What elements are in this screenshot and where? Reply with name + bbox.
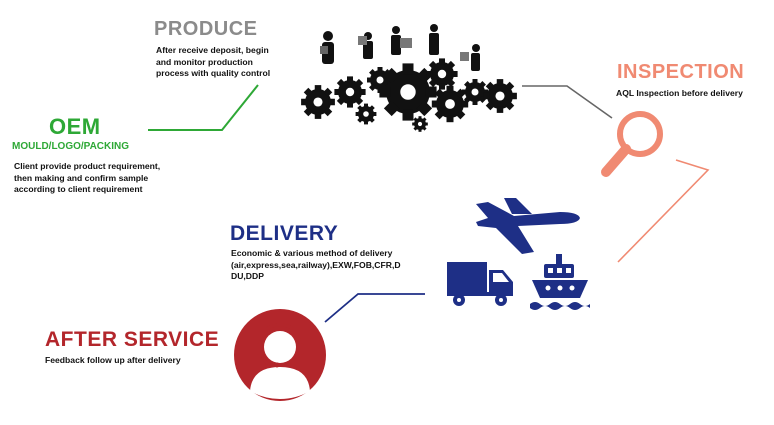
- delivery-desc-line: DU,DDP: [231, 271, 264, 281]
- inspection-connector-line: [522, 85, 613, 119]
- produce-desc-line: process with quality control: [156, 68, 271, 78]
- oem-connector-line: [148, 84, 259, 131]
- produce-desc-line: and monitor production: [156, 56, 253, 67]
- oem-desc-line: then making and confirm sample: [14, 172, 149, 183]
- produce-desc-line: After receive deposit, begin: [156, 45, 269, 55]
- delivery-title: DELIVERY: [230, 222, 339, 245]
- inspection-desc-line: AQL Inspection before delivery: [616, 88, 743, 98]
- delivery-desc-line: Economic & various method of delivery: [231, 248, 393, 258]
- headset-agent-icon: [234, 309, 326, 401]
- magnifier-icon: [601, 111, 663, 177]
- oem-subtitle: MOULD/LOGO/PACKING: [12, 141, 130, 152]
- oem-description: Client provide product requirement, then…: [14, 161, 160, 196]
- oem-title: OEM: [49, 114, 101, 139]
- oem-desc-line: according to client requirement: [14, 184, 143, 194]
- after-service-description: Feedback follow up after delivery: [45, 355, 181, 367]
- after-service-title: AFTER SERVICE: [45, 328, 220, 351]
- airplane-icon: [476, 198, 580, 254]
- delivery-desc-line: (air,express,sea,railway),EXW,FOB,CFR,D: [231, 259, 401, 270]
- inspection-delivery-connector-line: [617, 159, 710, 263]
- delivery-service-connector-line: [324, 293, 425, 323]
- gears-workers-icon: [301, 24, 517, 132]
- oem-desc-line: Client provide product requirement,: [14, 161, 161, 171]
- ship-icon: [530, 254, 590, 310]
- inspection-title: INSPECTION: [617, 61, 745, 83]
- truck-icon: [447, 262, 513, 306]
- produce-title: PRODUCE: [154, 18, 258, 40]
- produce-description: After receive deposit, begin and monitor…: [156, 45, 270, 80]
- after-service-desc-line: Feedback follow up after delivery: [45, 355, 181, 365]
- inspection-description: AQL Inspection before delivery: [616, 88, 743, 100]
- delivery-description: Economic & various method of delivery (a…: [231, 248, 401, 283]
